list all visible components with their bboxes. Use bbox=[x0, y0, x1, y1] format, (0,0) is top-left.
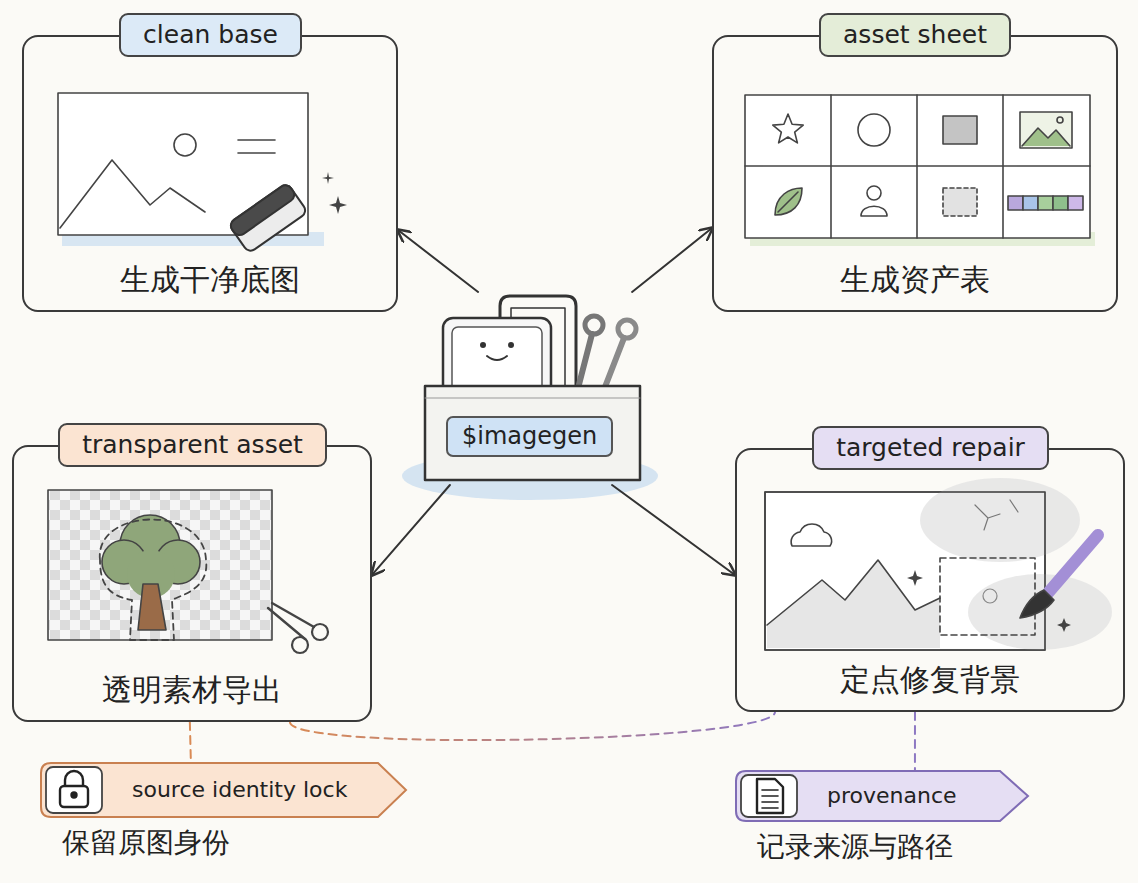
document-page bbox=[757, 779, 783, 813]
arrow-connector bbox=[632, 228, 712, 292]
tag-text: provenance bbox=[827, 783, 957, 809]
icon-box bbox=[46, 767, 102, 813]
panel-caption: 定点修复背景 bbox=[840, 662, 1020, 698]
panel-heading: asset sheet bbox=[819, 13, 1011, 57]
panel-heading: targeted repair bbox=[812, 426, 1049, 470]
tag-label: source identity lock保留原图身份 bbox=[40, 762, 408, 818]
targeted-repair-picture bbox=[765, 478, 1112, 650]
tag-text: source identity lock bbox=[132, 777, 347, 803]
toolbox-picture bbox=[402, 296, 658, 500]
panel-box: asset sheet生成资产表 bbox=[712, 35, 1118, 312]
arrow-connector bbox=[372, 485, 450, 575]
document-icon bbox=[757, 779, 783, 813]
lock-hole bbox=[72, 793, 77, 798]
toolbox-node: $imagegen bbox=[420, 292, 640, 485]
document-line bbox=[762, 789, 778, 791]
dashed-link bbox=[914, 712, 916, 770]
arrow-connector bbox=[398, 230, 478, 292]
dashed-link bbox=[190, 722, 191, 762]
icon-box bbox=[741, 775, 797, 817]
panel-heading: transparent asset bbox=[58, 423, 327, 467]
asset-sheet-picture bbox=[745, 95, 1095, 246]
lock-icon bbox=[60, 771, 88, 807]
tag-caption: 记录来源与路径 bbox=[757, 830, 953, 864]
tag-caption: 保留原图身份 bbox=[62, 826, 230, 860]
tag-outline bbox=[736, 771, 1028, 821]
panel-box: transparent asset透明素材导出 bbox=[12, 445, 372, 722]
dashed-link bbox=[290, 712, 775, 740]
panel-caption: 生成干净底图 bbox=[120, 262, 300, 298]
document-line bbox=[762, 795, 778, 797]
panel-caption: 生成资产表 bbox=[840, 262, 990, 298]
lock-body bbox=[60, 786, 88, 807]
clean-base-picture bbox=[58, 93, 347, 253]
tag-label: provenance记录来源与路径 bbox=[735, 770, 1030, 822]
panel-heading: clean base bbox=[119, 13, 302, 57]
panel-box: clean base生成干净底图 bbox=[22, 35, 398, 312]
lock-shackle bbox=[65, 771, 83, 787]
tag-outline bbox=[41, 763, 406, 817]
panel-box: targeted repair定点修复背景 bbox=[735, 448, 1125, 712]
document-line bbox=[762, 801, 778, 803]
panel-caption: 透明素材导出 bbox=[102, 672, 282, 708]
toolbox-label: $imagegen bbox=[446, 416, 613, 457]
transparent-asset-picture bbox=[48, 490, 328, 653]
document-line bbox=[762, 807, 778, 809]
arrow-connector bbox=[612, 485, 735, 575]
